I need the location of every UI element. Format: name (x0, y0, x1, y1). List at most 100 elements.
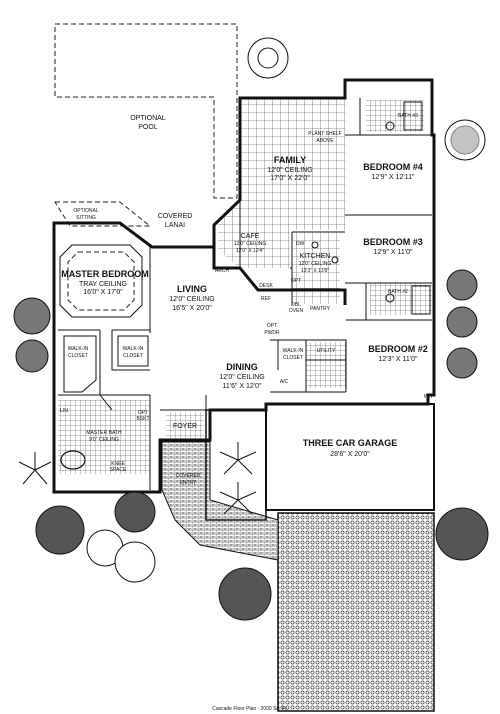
bath2-tile-floor (370, 283, 432, 315)
shrub-right-1 (444, 119, 486, 161)
wh-label: WH (424, 394, 433, 400)
tree-bottom-right (435, 507, 489, 561)
lanai-label-2: LANAI (165, 222, 185, 229)
covered-entry-label-2: ENTRY (180, 480, 198, 486)
living-name: LIVING (177, 284, 207, 294)
tray-ceiling-outer (59, 244, 143, 318)
shrub-right-3 (446, 306, 478, 338)
shrub-cluster-low (86, 529, 156, 583)
optional-sitting-outline (54, 201, 152, 227)
opt-bskt-label-1: OPT (138, 410, 148, 416)
tree-bottom (218, 567, 272, 621)
family-name: FAMILY (274, 155, 306, 165)
bath2-name: BATH #2 (388, 289, 408, 295)
dbl-oven-label-1: DBL (291, 302, 301, 308)
walkin2-label-2: CLOSET (123, 353, 143, 359)
kitchen-name: KITCHEN (300, 253, 331, 260)
toilet-bath3 (385, 121, 395, 131)
opt-pwdr-label-2: PWDR (264, 330, 280, 336)
toilet-bath2 (385, 293, 395, 303)
driveway (277, 512, 435, 712)
living-dims: 16'5" X 20'0" (172, 305, 212, 312)
covered-entry-label-1: COVERED (176, 473, 201, 479)
palm-courtyard (219, 442, 257, 515)
bedroom3-dims: 12'9" X 11'0" (373, 249, 413, 256)
courtyard (205, 409, 267, 521)
kitchen-dims: 13'3" X 13'8" (301, 268, 329, 274)
ac-label: A/C (280, 379, 289, 385)
walkin3-label-1: WALK-IN (283, 348, 304, 354)
family-tile-floor (240, 98, 345, 230)
shrub-left-2 (15, 339, 49, 373)
lanai-wall (212, 247, 347, 305)
tray-ceiling-inner (67, 251, 135, 311)
master-bath-tile-floor (58, 400, 150, 474)
desk-label: DESK (259, 283, 273, 289)
utility-label: UTILITY (317, 348, 336, 354)
cafe-dims: 12'0" X 12'4" (236, 248, 264, 254)
ref-label: REF (261, 296, 271, 302)
garden-tub (60, 450, 86, 470)
shrub-left-1 (13, 297, 51, 335)
garage-dims: 28'6" X 20'0" (330, 451, 370, 458)
family-ceiling: 12'0" CEILING (267, 167, 312, 174)
pool-label-2: POOL (138, 124, 158, 131)
master-bath-name: MASTER BATH (86, 430, 122, 436)
master-bedroom-ceiling: TRAY CEILING (79, 281, 127, 288)
optional-sitting-label-1: OPTIONAL (73, 208, 99, 214)
bedroom4-dims: 12'9" X 12'11" (372, 174, 415, 181)
walkin-closet-2-outline (117, 335, 149, 367)
bedroom2-name: BEDROOM #2 (368, 344, 428, 354)
master-bedroom-name: MASTER BEDROOM (61, 269, 149, 279)
walkin2-label-1: WALK-IN (123, 346, 144, 352)
bath2-tub (411, 285, 431, 315)
utility-tile-floor (306, 342, 346, 388)
interior-walls (58, 98, 432, 490)
tree-top (247, 37, 289, 79)
opt-pwdr-label-1: OPT (267, 323, 277, 329)
kitchen-ceiling: 12'0" CEILING (299, 261, 332, 267)
plant-shelf-label-2: ABOVE (316, 138, 334, 144)
cafe-ceiling: 12'0" CEILING (234, 241, 267, 247)
dw-label: DW (296, 241, 305, 247)
opt-label: OPT (291, 278, 301, 284)
knee-space-label-2: SPACE (110, 467, 127, 473)
bath3-name: BATH #3 (398, 113, 418, 119)
entry-walk (161, 441, 279, 561)
dining-ceiling: 12'0" CEILING (219, 374, 264, 381)
bath3-tub (403, 101, 423, 131)
kitchen-tile-floor (292, 232, 340, 304)
walkin1-label-1: WALK-IN (68, 346, 89, 352)
sink-kitchen (311, 241, 319, 249)
bath3-tile-floor (366, 100, 424, 132)
walkin-closet-1-outline (63, 335, 97, 393)
footer-caption: Cascade Floor Plan · 2000 Sq. Ft. (212, 706, 288, 712)
palm-left (18, 452, 52, 485)
cafe-name: CAFE (241, 233, 260, 240)
shrub-right-2 (446, 269, 478, 301)
garage-name: THREE CAR GARAGE (303, 438, 398, 448)
foyer-name: FOYER (173, 423, 197, 430)
plant-shelf-label-1: PLANT SHELF (308, 131, 342, 137)
family-dims: 17'0" X 22'0" (270, 175, 310, 182)
living-ceiling: 12'0" CEILING (169, 296, 214, 303)
bedroom3-name: BEDROOM #3 (363, 237, 423, 247)
pool-label-1: OPTIONAL (130, 115, 166, 122)
tree-mid-low (114, 491, 156, 533)
master-bath-ceiling: 9'0" CEILING (89, 437, 119, 443)
optional-sitting-label-2: SITTING (76, 215, 96, 221)
opt-bskt-label-2: BSKT (136, 416, 149, 422)
walkin1-label-2: CLOSET (68, 353, 88, 359)
tree-left-low (35, 505, 85, 555)
dbl-oven-label-2: OVEN (289, 308, 304, 314)
walkin3-label-2: CLOSET (283, 355, 303, 361)
arch-label: ARCH (215, 268, 230, 274)
lin-label: LIN (60, 408, 68, 414)
dining-name: DINING (226, 362, 258, 372)
dining-dims: 11'6" X 12'0" (222, 383, 262, 390)
foyer-tile-floor (166, 412, 204, 440)
bedroom2-dims: 12'3" X 11'0" (378, 356, 418, 363)
shrub-right-4 (446, 347, 478, 379)
cafe-tile-floor (218, 200, 290, 268)
